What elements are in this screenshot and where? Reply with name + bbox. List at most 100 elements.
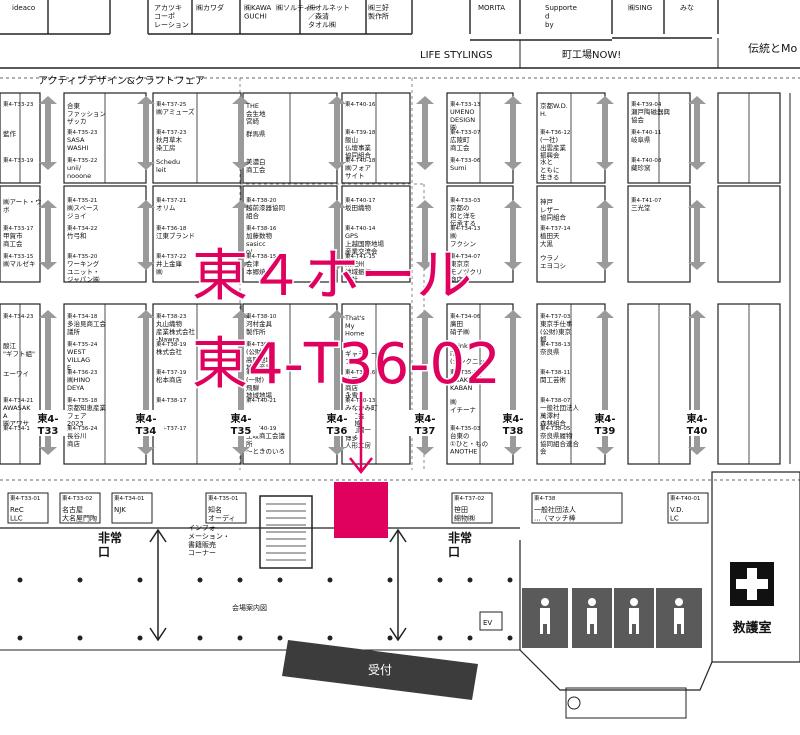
booth[interactable]: 京都W.D.H. <box>540 101 568 118</box>
booth[interactable]: 酸江"ギフト組" <box>3 341 35 358</box>
booth[interactable]: エーワイ <box>3 370 29 378</box>
top-booth-label[interactable]: ㈱ソルティー <box>276 3 318 12</box>
booth[interactable]: ㈱アート・ウボ <box>3 197 42 214</box>
booth[interactable]: 東4-T39-21(一財)飛騨地域地場 <box>246 368 276 400</box>
booth[interactable]: 東4-T38-17 <box>156 396 187 404</box>
booth[interactable]: 美濃白商工会 <box>246 157 266 174</box>
booth[interactable]: ウラノエヨコシ <box>540 254 566 270</box>
top-booth-label[interactable]: ㈱カワダ <box>196 3 224 12</box>
booth[interactable]: 東4-T37-25㈱アミューズ <box>156 100 195 116</box>
booth[interactable]: 東4-T33-15㈱マルゼキ <box>3 252 36 268</box>
top-booth-label[interactable]: ㈱オルネット／森清タオル㈱ <box>308 3 350 29</box>
booth[interactable]: 群馬県 <box>246 129 266 138</box>
booth[interactable]: 神戸レザー協同組合 <box>540 197 567 222</box>
booth[interactable]: 東4-T33-23 <box>3 100 34 108</box>
highlight-booth[interactable] <box>334 482 388 538</box>
booth[interactable]: 東4-T40-21 <box>246 396 276 404</box>
booth[interactable]: 合東ファッションザッカ <box>67 101 106 126</box>
booth[interactable]: 東4-T34-13㈱フクシン <box>450 224 481 248</box>
booth[interactable]: 東4-T34-18 <box>3 424 34 432</box>
top-booth-label[interactable]: みな <box>680 4 694 12</box>
top-booth-label[interactable]: ㈱三好製作所 <box>368 3 389 20</box>
booth[interactable]: 東4-T40-16 <box>345 100 376 108</box>
booth[interactable]: 藍作 <box>3 129 17 138</box>
bottom-booth[interactable]: 東4-T40-01V.D.LC <box>667 492 709 524</box>
booth[interactable]: 東4-T40-18㈱フォアサイト <box>345 156 376 180</box>
top-booth-label[interactable]: ideaco <box>12 4 35 12</box>
first-aid-room[interactable]: 救護室 <box>711 471 800 663</box>
booth[interactable]: ㈱イチーナ <box>450 397 476 414</box>
booth[interactable]: 東4-T35-21㈱スペースジョイ <box>67 196 99 220</box>
top-booth-label[interactable]: MORITA <box>478 4 505 12</box>
booth[interactable]: 東4-T39-20(公財)高岡地域地場産業 <box>246 340 277 372</box>
booth[interactable]: 東4-T33-19 <box>3 156 34 164</box>
top-booth-label[interactable]: ㈱SING <box>628 3 652 12</box>
top-booth-label[interactable]: アカツキコーポレーション <box>154 4 189 29</box>
reception-desk[interactable]: 受付 <box>282 640 478 700</box>
booth[interactable]: 東4-T37-17 <box>156 424 187 432</box>
booth[interactable]: アートギャラリー・フェア <box>345 342 384 366</box>
booth[interactable]: 水とともに生きる <box>540 157 560 182</box>
booth[interactable]: 東4-T34-23 <box>3 312 34 320</box>
booth[interactable]: 西山陽一博多人形工房 <box>345 425 372 450</box>
